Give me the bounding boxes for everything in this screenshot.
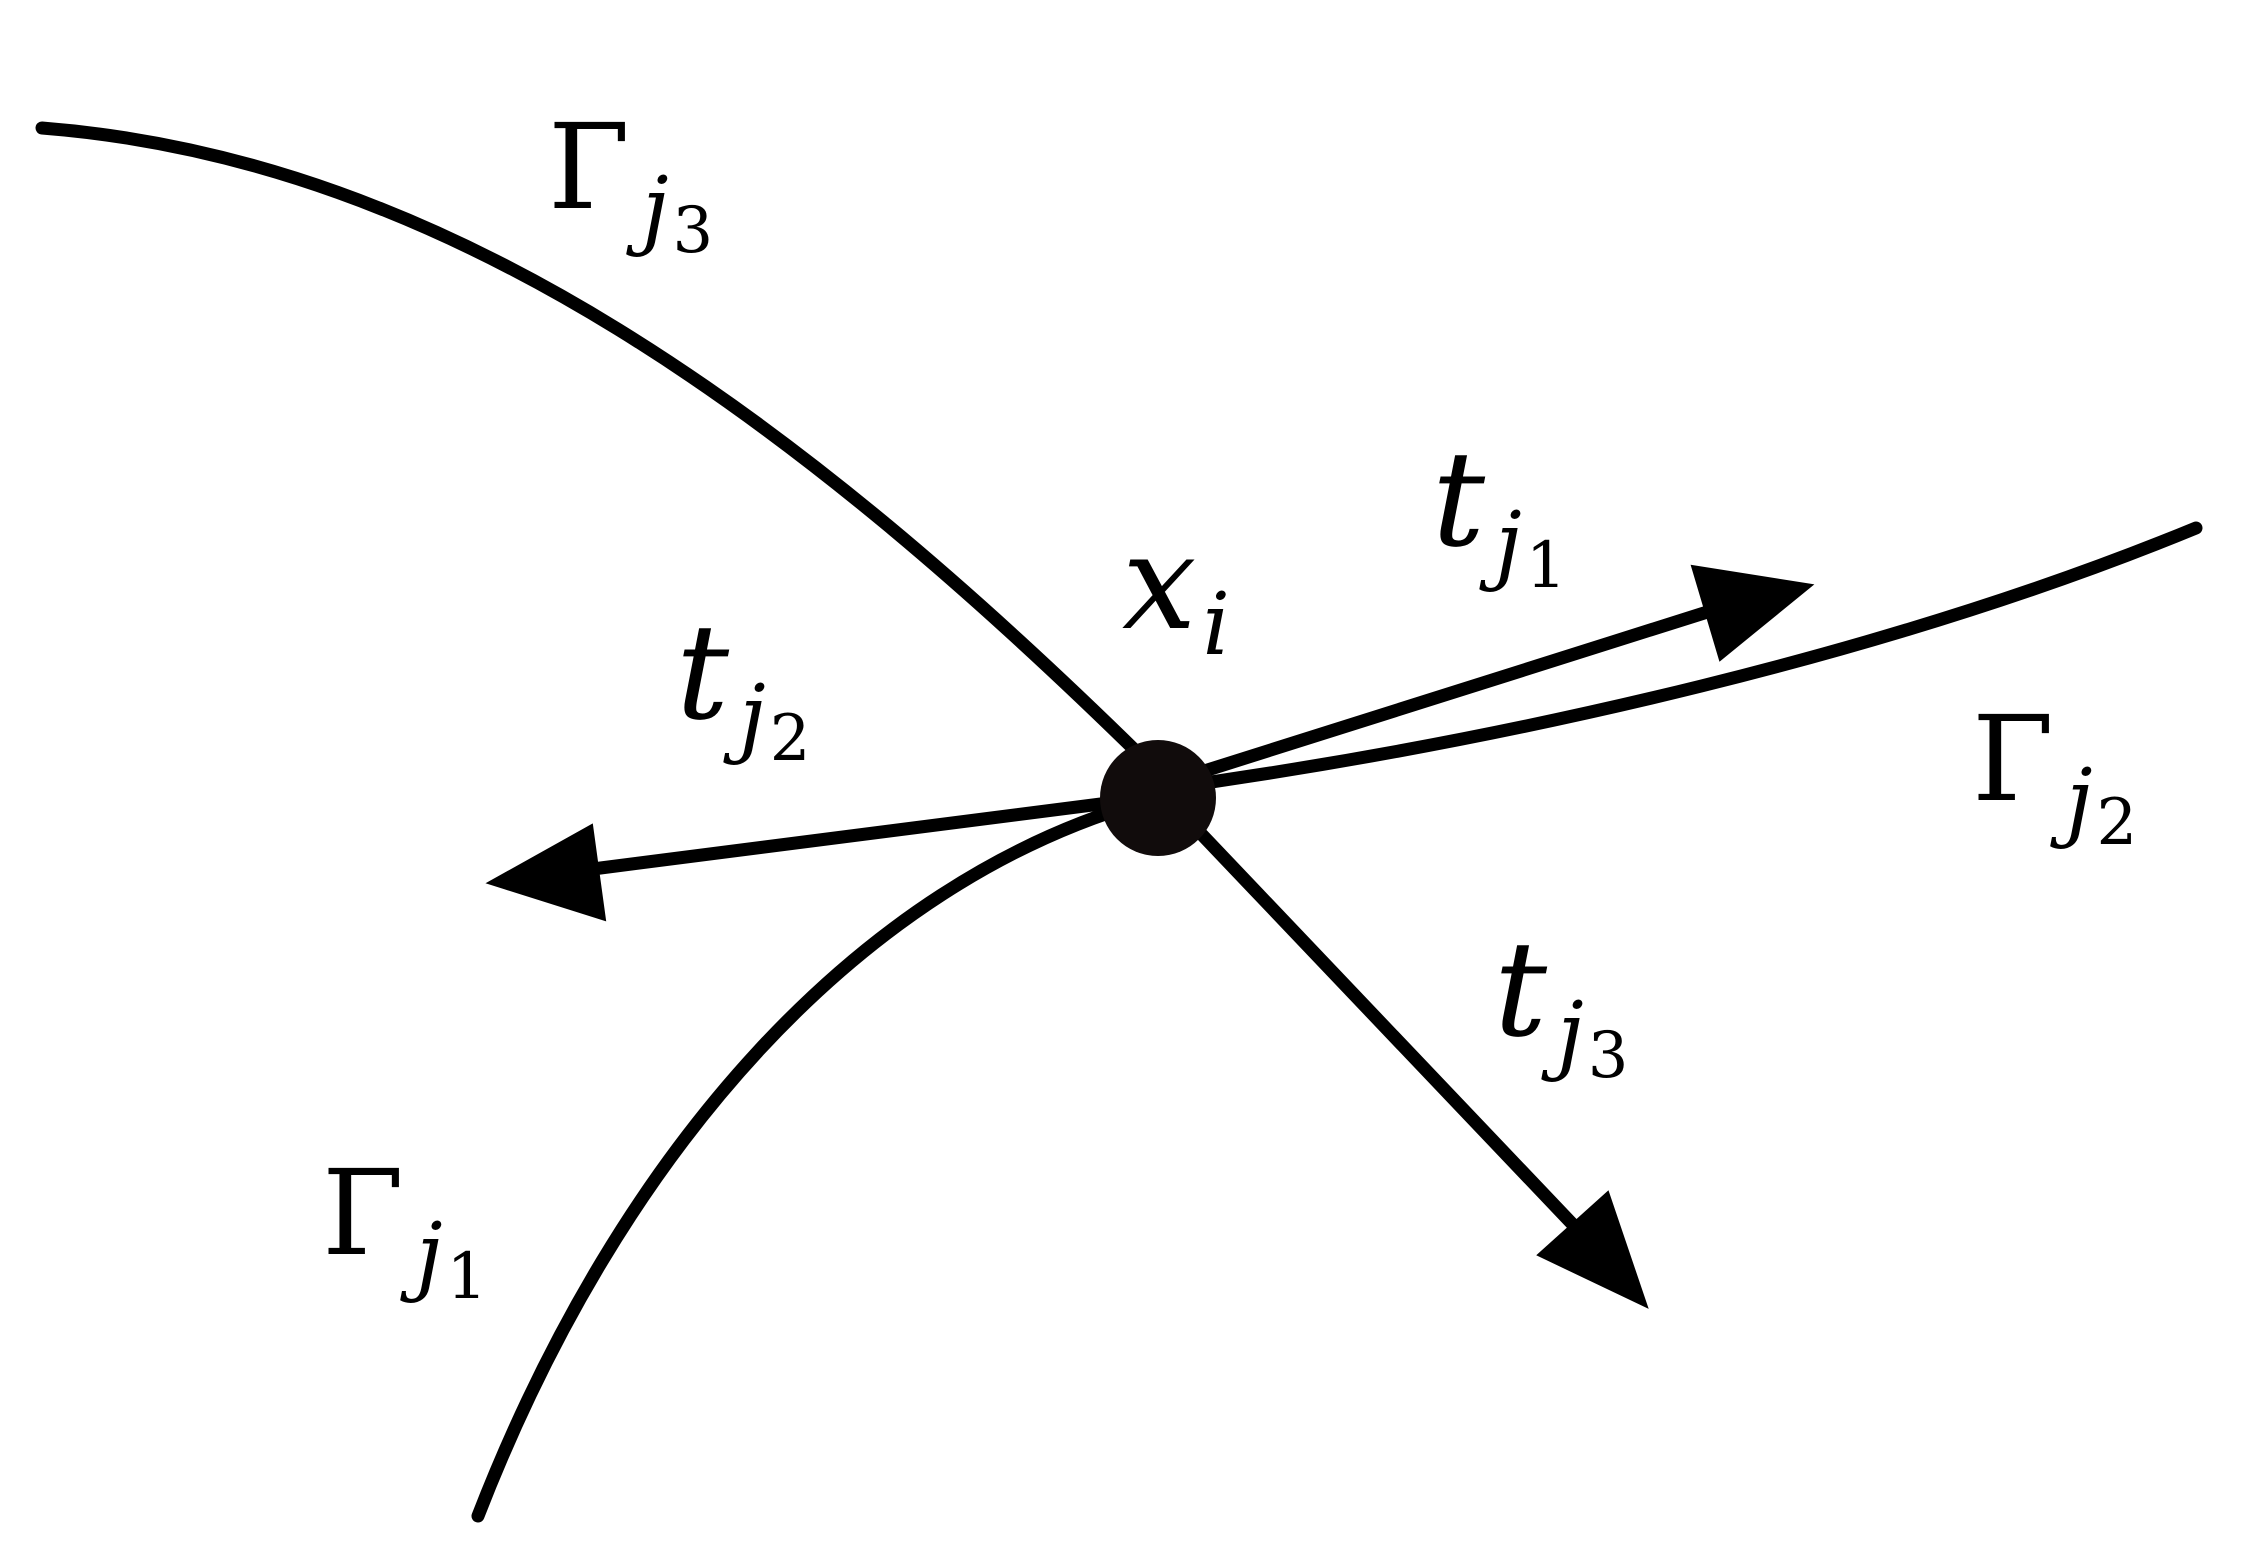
arrowhead-t-j2 (485, 823, 607, 922)
tangent-vector-t-j3 (1181, 813, 1585, 1237)
curve-gamma-j1 (471, 793, 1157, 1523)
tangent-vector-t-j1 (1153, 601, 1727, 792)
label-x-i: xi (1122, 506, 1230, 675)
curve-gamma-j2 (1148, 521, 2203, 797)
junction-point-x-i (1100, 740, 1216, 856)
arrowhead-t-j3 (1536, 1190, 1649, 1309)
curve-gamma-j3 (35, 121, 1182, 797)
arrowhead-t-j1 (1690, 564, 1815, 662)
tangent-vector-t-j2 (578, 790, 1162, 877)
